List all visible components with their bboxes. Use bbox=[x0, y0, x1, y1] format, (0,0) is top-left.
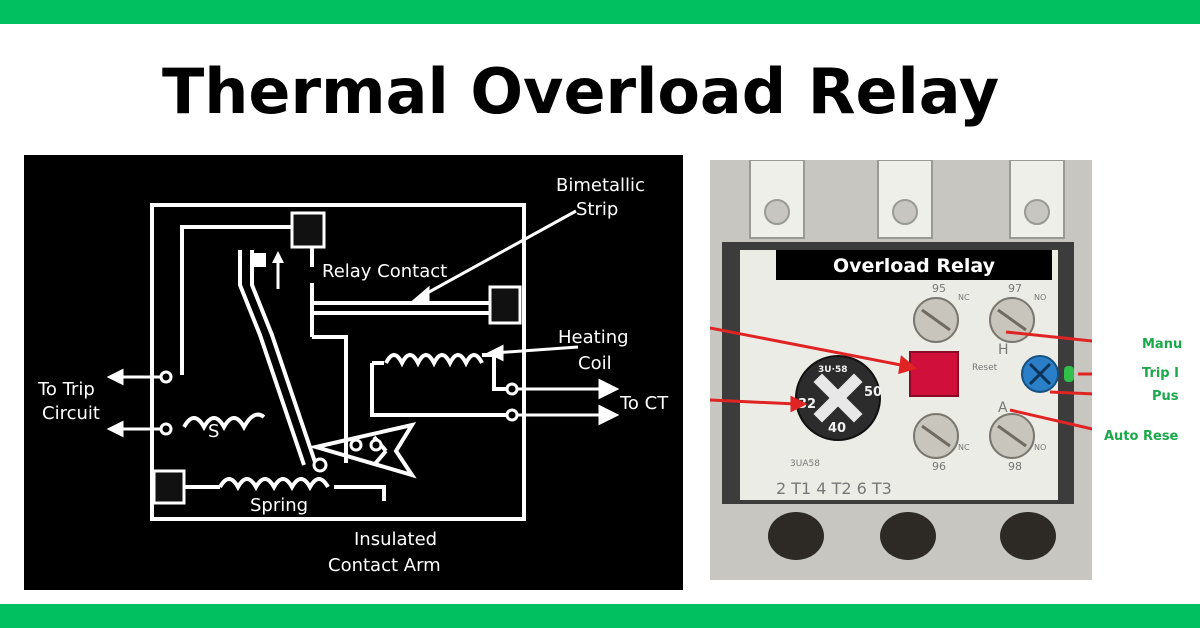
callout-manual: Manu bbox=[1142, 337, 1183, 352]
reset-label: Reset bbox=[972, 363, 998, 373]
callout-push: Pus bbox=[1152, 389, 1179, 404]
bottom-screw-1 bbox=[768, 512, 824, 560]
to-trip-label-line2: Circuit bbox=[42, 403, 100, 424]
trip-terminal-upper bbox=[159, 370, 173, 384]
photo-banner bbox=[776, 250, 1052, 280]
ct-terminal-upper bbox=[505, 382, 519, 396]
heating-label-line2: Coil bbox=[578, 353, 612, 374]
contact-block-top bbox=[290, 211, 326, 249]
relay-enclosure bbox=[150, 203, 526, 521]
arrow-manual bbox=[1005, 330, 1092, 343]
relay-photo-panel: Overload Relay 95 97 NC NO NC NO 96 98 H… bbox=[710, 160, 1092, 580]
arrow-push bbox=[1049, 390, 1092, 396]
no-label-top: NO bbox=[1034, 293, 1046, 302]
bottom-spring bbox=[218, 477, 330, 492]
spring-s bbox=[182, 412, 266, 432]
model-label: 3UA58 bbox=[790, 459, 820, 469]
bottom-terminals-label: 2 T1 4 T2 6 T3 bbox=[776, 479, 892, 498]
photo-banner-text: Overload Relay bbox=[833, 255, 996, 277]
cam-pivot bbox=[312, 457, 328, 473]
relay-face bbox=[740, 250, 1058, 500]
terminal-98-label: 98 bbox=[1008, 460, 1022, 473]
contact-arm-frame bbox=[312, 335, 348, 463]
ct-arrow-upper-icon bbox=[598, 378, 620, 400]
schematic-panel: Bimetallic Strip Relay Contact Heating C… bbox=[24, 155, 683, 590]
no-label-bottom: NO bbox=[1034, 443, 1046, 452]
schematic-diagram: Bimetallic Strip Relay Contact Heating C… bbox=[37, 175, 669, 576]
trip-arrow-lower-icon bbox=[106, 420, 124, 438]
test-button[interactable] bbox=[909, 351, 959, 397]
insulated-label-line1: Insulated bbox=[354, 529, 437, 550]
dial-label-50: 50 bbox=[864, 385, 882, 400]
ct-arrow-lower-icon bbox=[598, 404, 620, 426]
terminal-95-label: 95 bbox=[932, 282, 946, 295]
ct-terminal-lower bbox=[505, 408, 519, 422]
arrow-to-button bbox=[710, 326, 907, 368]
insulated-label-line2: Contact Arm bbox=[328, 555, 441, 576]
arrow-auto-reset bbox=[1009, 408, 1092, 431]
arrow-to-dial bbox=[710, 398, 797, 406]
bimetallic-label-line1: Bimetallic bbox=[556, 175, 645, 196]
top-accent-band bbox=[0, 0, 1200, 24]
a-label: A bbox=[998, 400, 1008, 416]
spring-label: Spring bbox=[250, 495, 308, 516]
bottom-accent-band bbox=[0, 604, 1200, 628]
bimetallic-label-line2: Strip bbox=[576, 199, 618, 220]
terminal-97-label: 97 bbox=[1008, 282, 1022, 295]
relay-photo: Overload Relay 95 97 NC NO NC NO 96 98 H… bbox=[710, 160, 1092, 580]
cam bbox=[308, 421, 417, 479]
insulated-contact-arm bbox=[238, 250, 306, 466]
page-title: Thermal Overload Relay bbox=[162, 55, 1000, 128]
strip-anchor-block bbox=[488, 285, 522, 325]
bimetallic-pointer bbox=[419, 209, 577, 299]
callout-trip: Trip I bbox=[1142, 366, 1179, 381]
nc-label-top: NC bbox=[958, 293, 970, 302]
nc-label-bottom: NC bbox=[958, 443, 970, 452]
relay-contact-label: Relay Contact bbox=[322, 261, 447, 282]
heating-label-line1: Heating bbox=[558, 327, 629, 348]
spring-anchor-block bbox=[152, 469, 186, 505]
s-label: S bbox=[208, 421, 219, 442]
to-trip-label-line1: To Trip bbox=[37, 379, 95, 400]
up-arrow-icon bbox=[272, 251, 284, 263]
dial-label-range: 3U∙58 bbox=[818, 365, 848, 375]
trip-terminal-lower bbox=[159, 422, 173, 436]
bottom-screw-2 bbox=[880, 512, 936, 560]
terminal-96-label: 96 bbox=[932, 460, 946, 473]
trip-indicator bbox=[1064, 366, 1074, 382]
h-label: H bbox=[998, 342, 1009, 358]
bottom-screw-3 bbox=[1000, 512, 1056, 560]
contact-tab bbox=[254, 253, 266, 267]
callout-auto-reset: Auto Rese bbox=[1104, 429, 1179, 444]
to-ct-label: To CT bbox=[619, 393, 669, 414]
heating-coil bbox=[384, 353, 484, 368]
trip-wire-upper bbox=[180, 225, 292, 375]
trip-arrow-upper-icon bbox=[106, 368, 124, 386]
dial-label-32: 32 bbox=[798, 397, 816, 412]
dial-label-40: 40 bbox=[828, 421, 846, 436]
